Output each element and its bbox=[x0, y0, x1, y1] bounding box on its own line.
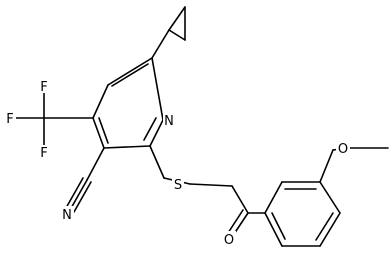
bond bbox=[264, 181, 283, 214]
trifluoromethyl-group bbox=[9, 85, 94, 151]
bond bbox=[227, 209, 244, 234]
pyridine-ring bbox=[92, 57, 164, 149]
fluorine-atom-3: F bbox=[40, 146, 47, 161]
thioether-linker bbox=[149, 145, 249, 214]
bond bbox=[149, 119, 164, 147]
bond bbox=[168, 6, 186, 31]
bond bbox=[319, 181, 341, 214]
bond bbox=[86, 147, 105, 181]
bond bbox=[111, 63, 149, 87]
bond bbox=[151, 57, 164, 121]
fluorine-atom-1: F bbox=[6, 112, 13, 127]
bond bbox=[319, 149, 334, 183]
bond bbox=[319, 212, 341, 247]
bond bbox=[151, 29, 170, 59]
bond bbox=[65, 177, 84, 209]
methoxy-oxygen-atom: O bbox=[338, 142, 348, 157]
sulfur-atom: S bbox=[174, 178, 182, 193]
bond bbox=[92, 117, 105, 149]
bond bbox=[271, 212, 286, 240]
benzene-ring bbox=[247, 181, 341, 247]
ring-nitrogen-atom: N bbox=[164, 114, 174, 129]
fluorine-atom-2: F bbox=[40, 80, 47, 95]
bond bbox=[107, 57, 153, 86]
methoxy-group bbox=[319, 147, 389, 183]
bond bbox=[189, 183, 233, 187]
bond bbox=[264, 212, 283, 247]
bond bbox=[315, 212, 334, 241]
bond bbox=[143, 117, 157, 141]
nitrile-group bbox=[65, 147, 105, 213]
bond bbox=[103, 145, 151, 149]
bond bbox=[92, 84, 109, 119]
bond bbox=[168, 29, 186, 41]
carbonyl-oxygen-atom: O bbox=[224, 233, 234, 248]
cyclopropyl-group bbox=[151, 6, 186, 59]
atom-labels: F F F N N S O O bbox=[4, 79, 350, 248]
bond bbox=[73, 181, 92, 213]
bond bbox=[149, 145, 165, 179]
nitrile-nitrogen-atom: N bbox=[62, 208, 72, 223]
bond bbox=[231, 185, 249, 214]
bond bbox=[98, 117, 109, 144]
bond bbox=[69, 179, 88, 211]
